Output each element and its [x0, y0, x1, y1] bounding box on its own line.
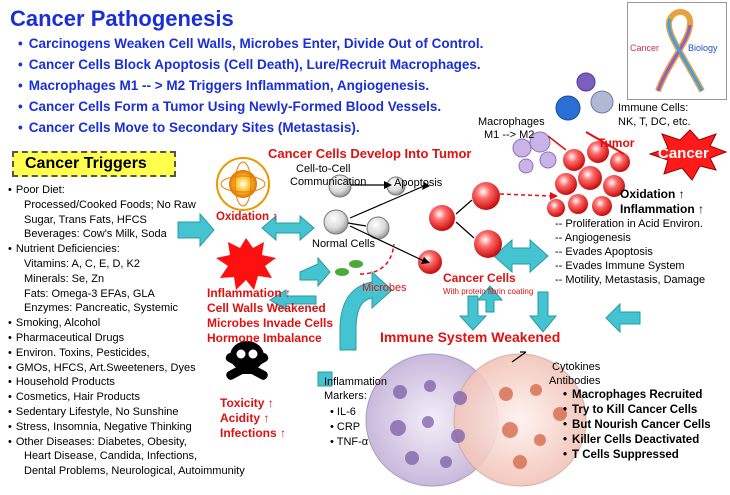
microbes-label: Microbes	[362, 282, 407, 294]
hallmark-item: -- Evades Apoptosis	[555, 246, 653, 258]
trigger-line: Fats: Omega-3 EFAs, GLA	[24, 287, 155, 300]
flow-arrows	[177, 212, 641, 334]
skull-crossbones	[225, 341, 269, 380]
trigger-line: Vitamins: A, C, E, D, K2	[24, 258, 140, 270]
cancer-triggers-heading: Cancer Triggers	[25, 155, 147, 172]
communication-label: Cell-to-Cell	[296, 163, 351, 175]
trigger-line: Dental Problems, Neurological, Autoimmun…	[24, 465, 245, 478]
macrophages-label: M1 --> M2	[484, 129, 535, 141]
cancer-burst	[648, 129, 728, 181]
trigger-line: Stress, Insomnia, Negative Thinking	[8, 420, 192, 434]
inflammation-up-label: Inflammation ↑	[620, 202, 705, 216]
markers-heading: Inflammation	[324, 376, 387, 388]
hallmark-item: -- Proliferation in Acid Environ.	[555, 218, 703, 230]
cancer-burst-label: Cancer	[658, 145, 709, 162]
trigger-line: Smoking, Alcohol	[8, 316, 100, 330]
apoptosis-label: Apoptosis	[394, 177, 443, 189]
immune-weakened-heading: Immune System Weakened	[380, 329, 561, 345]
antibodies-label: Antibodies	[549, 375, 601, 387]
logo-left-text: Cancer	[630, 43, 660, 53]
trigger-line: Nutrient Deficiencies:	[8, 242, 120, 256]
microbes	[335, 260, 363, 276]
trigger-line: Household Products	[8, 375, 115, 389]
marker-item: • IL-6	[330, 406, 356, 418]
tumor-label: Tumor	[598, 136, 635, 150]
trigger-line: Environ. Toxins, Pesticides,	[8, 346, 150, 360]
effect-label: Inflammation ↑	[207, 286, 292, 300]
trigger-line: Minerals: Se, Zn	[24, 272, 105, 285]
trigger-line: Other Diseases: Diabetes, Obesity,	[8, 435, 187, 449]
markers-heading: Markers:	[324, 390, 367, 402]
develop-tumor-heading: Cancer Cells Develop Into Tumor	[268, 146, 472, 161]
normal-cells	[323, 174, 406, 240]
trigger-line: Sugar, Trans Fats, HFCS	[24, 213, 147, 226]
normal-cells-label: Normal Cells	[312, 238, 375, 250]
cancer-cells-label: Cancer Cells	[443, 271, 516, 285]
effect-label: Hormone Imbalance	[207, 331, 322, 345]
macrophages-label: Macrophages	[478, 116, 545, 128]
cancer-biology-logo: Cancer Biology	[627, 2, 727, 100]
immune-effect-item: T Cells Suppressed	[563, 449, 679, 461]
tumor-cluster	[547, 141, 630, 217]
hallmark-item: -- Motility, Metastasis, Damage	[555, 274, 706, 286]
oxidation-up-label: Oxidation ↑	[620, 187, 685, 201]
immune-effect-item: Macrophages Recruited	[563, 389, 702, 401]
toxicity-label: Toxicity ↑	[220, 396, 274, 410]
hallmark-item: -- Angiogenesis	[555, 232, 631, 244]
marker-item: • CRP	[330, 421, 361, 433]
trigger-line: Enzymes: Pancreatic, Systemic	[24, 302, 179, 315]
trigger-line: Cosmetics, Hair Products	[8, 390, 140, 404]
ribbon-icon	[655, 8, 705, 93]
cytokines-label: Cytokines	[552, 361, 601, 373]
oxidation-sun	[216, 157, 270, 211]
effect-label: Microbes Invade Cells	[207, 316, 334, 330]
infections-label: Infections ↑	[220, 426, 287, 440]
summary-bullet: Macrophages M1 -- > M2 Triggers Inflamma…	[18, 78, 429, 93]
fibrin-label: With protein fibrin coating	[443, 287, 534, 296]
immune-circles	[365, 353, 587, 487]
trigger-line: Beverages: Cow's Milk, Soda	[24, 228, 167, 241]
summary-bullet: Cancer Cells Form a Tumor Using Newly-Fo…	[18, 99, 441, 114]
trigger-line: Processed/Cooked Foods; No Raw	[24, 198, 196, 211]
cancer-cells	[418, 182, 502, 274]
macrophages	[512, 131, 557, 174]
page-title: Cancer Pathogenesis	[10, 6, 234, 31]
immune-cells	[555, 72, 614, 121]
summary-bullet: Cancer Cells Move to Secondary Sites (Me…	[18, 120, 360, 135]
summary-bullet: Cancer Cells Block Apoptosis (Cell Death…	[18, 57, 481, 72]
acidity-label: Acidity ↑	[220, 411, 270, 425]
marker-item: • TNF-α	[330, 436, 369, 448]
oxidation-label: Oxidation ↑	[216, 211, 278, 223]
immune-effect-item: Try to Kill Cancer Cells	[563, 404, 697, 416]
communication-label: Communication	[290, 176, 367, 188]
trigger-line: Poor Diet:	[8, 183, 65, 197]
immune-cells-label: Immune Cells:	[618, 102, 689, 114]
cancer-triggers-box	[12, 151, 176, 177]
trigger-line: Sedentary Lifestyle, No Sunshine	[8, 405, 179, 419]
immune-effect-item: But Nourish Cancer Cells	[563, 419, 711, 431]
hallmark-item: -- Evades Immune System	[555, 260, 685, 272]
summary-bullet: Carcinogens Weaken Cell Walls, Microbes …	[18, 36, 484, 51]
trigger-line: Heart Disease, Candida, Infections,	[24, 450, 198, 463]
effect-label: Cell Walls Weakened	[207, 301, 326, 315]
immune-effect-item: Killer Cells Deactivated	[563, 434, 699, 446]
red-starburst	[216, 238, 276, 290]
trigger-line: GMOs, HFCS, Art.Sweeteners, Dyes	[8, 361, 196, 375]
immune-cells-label: NK, T, DC, etc.	[618, 116, 691, 128]
logo-right-text: Biology	[688, 43, 718, 53]
trigger-line: Pharmaceutical Drugs	[8, 331, 124, 345]
